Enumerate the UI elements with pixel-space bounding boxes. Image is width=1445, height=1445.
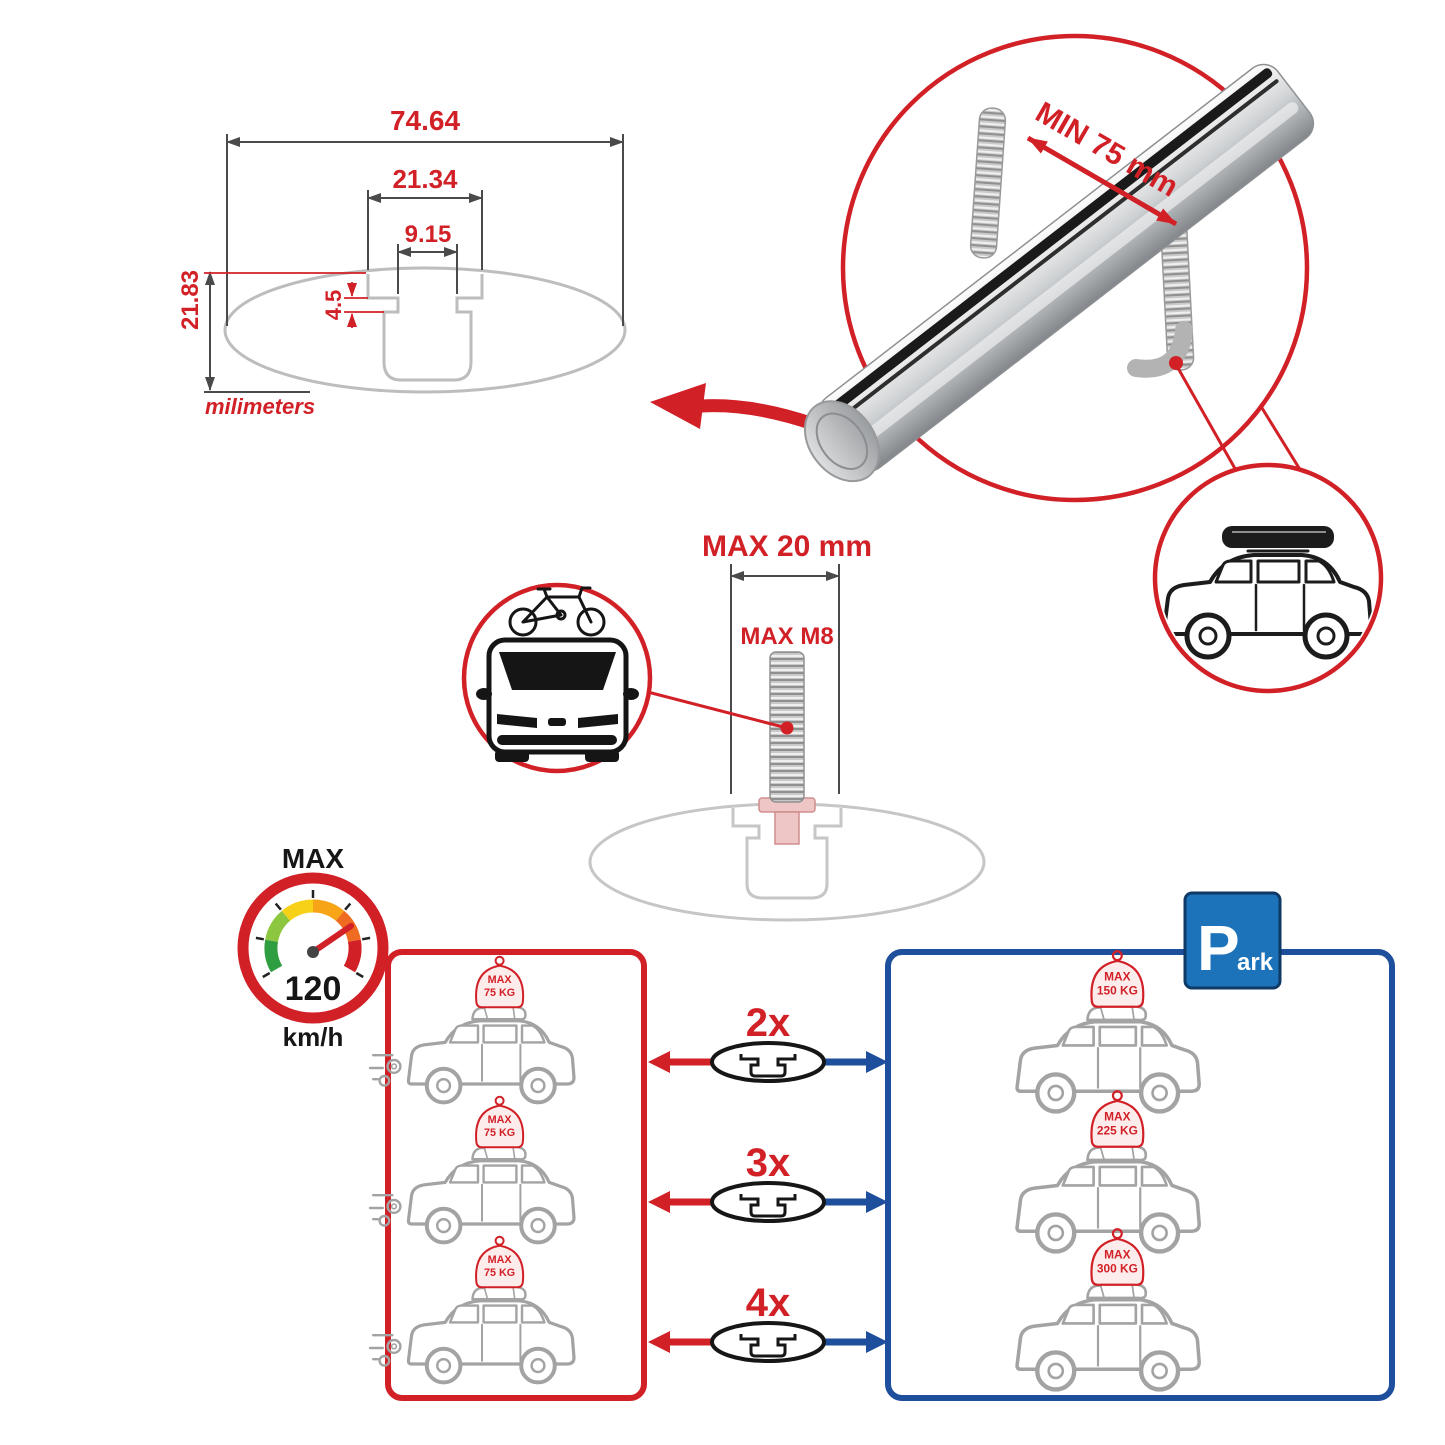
arrow-left-head xyxy=(648,1051,670,1073)
tag-label: MAX xyxy=(488,974,513,986)
crossbar-section-icon xyxy=(710,1321,826,1363)
arrow-left-head xyxy=(648,1191,670,1213)
suv-icon xyxy=(408,1298,574,1383)
gauge-ticks xyxy=(255,890,371,979)
arrow-right-head xyxy=(866,1051,888,1073)
max-length-label: MAX 20 mm xyxy=(702,530,872,563)
bike-car-circle xyxy=(461,582,653,774)
roof-cargo-box xyxy=(1222,526,1334,548)
leader-line xyxy=(639,688,788,730)
arrow-left-head xyxy=(648,1331,670,1353)
red-extension-lines xyxy=(204,272,384,328)
u-bolt-hook xyxy=(1127,321,1193,378)
tag-value: 75 KG xyxy=(484,1267,515,1279)
cross-section-diagram: 74.64 21.34 9.15 4.5 21.83 milimeters xyxy=(177,105,627,419)
tag-label: MAX xyxy=(488,1254,513,1266)
speed-value: 120 xyxy=(285,970,342,1008)
park-sign: P ark xyxy=(1183,891,1282,990)
suv-icon xyxy=(1017,1296,1199,1389)
count-label: 2x xyxy=(746,1001,791,1045)
parked-car-row: MAX 150 KG xyxy=(1017,950,1199,1111)
arrow-right-head xyxy=(866,1191,888,1213)
crossbar-section-icon xyxy=(710,1181,826,1223)
gauge-needle xyxy=(310,923,354,955)
dim-slot-width: 9.15 xyxy=(405,221,452,248)
moving-car-row: MAX 75 KG xyxy=(368,1235,574,1383)
crossbar-detail-circle: MIN 75 mm xyxy=(803,33,1322,503)
quantity-row: 3x xyxy=(648,1141,888,1223)
speed-max-label: MAX xyxy=(282,843,345,874)
car-front-illustration xyxy=(476,637,639,762)
crossbar-section-icon xyxy=(710,1041,826,1083)
bolt-callout-dot xyxy=(780,721,794,735)
bar-end-cap xyxy=(803,400,880,483)
count-label: 3x xyxy=(746,1141,791,1185)
tag-value: 75 KG xyxy=(484,1127,515,1139)
t-slot-profile xyxy=(366,274,484,382)
tag-label: MAX xyxy=(1104,1109,1130,1123)
dim-step-depth: 4.5 xyxy=(321,290,346,321)
dim-channel-width: 21.34 xyxy=(392,164,458,194)
quantity-row: 4x xyxy=(648,1281,888,1363)
moving-car-row: MAX 75 KG xyxy=(368,1095,574,1243)
driving-limit-box xyxy=(385,949,647,1401)
bolt-dimension-group: MAX 20 mm MAX M8 xyxy=(702,530,872,794)
arrow-right-head xyxy=(866,1331,888,1353)
ghost-profile xyxy=(588,802,986,922)
units-label: milimeters xyxy=(205,394,315,419)
suv-icon xyxy=(1017,1158,1199,1251)
callout-dot xyxy=(1169,356,1183,370)
speedometer: MAX 120 km/h xyxy=(237,843,389,1052)
max-thread-label: MAX M8 xyxy=(740,623,833,650)
park-letter: P xyxy=(1197,912,1240,984)
speed-unit: km/h xyxy=(283,1022,344,1052)
tag-label: MAX xyxy=(1104,969,1130,983)
quantity-row: 2x xyxy=(648,1001,888,1083)
parked-car-row: MAX 225 KG xyxy=(1017,1090,1199,1251)
suv-icon xyxy=(408,1018,574,1103)
tag-value: 225 KG xyxy=(1097,1123,1138,1137)
tag-value: 150 KG xyxy=(1097,983,1138,997)
park-suffix: ark xyxy=(1237,949,1274,976)
dimension-lines xyxy=(204,134,624,393)
suv-roofbox-illustration xyxy=(1164,526,1371,657)
parked-car-row: MAX 300 KG xyxy=(1017,1228,1199,1389)
suv-roofbox-circle xyxy=(1152,462,1384,694)
tag-value: 300 KG xyxy=(1097,1261,1138,1275)
tag-label: MAX xyxy=(1104,1247,1130,1261)
moving-car-row: MAX 75 KG xyxy=(368,955,574,1103)
dim-total-height: 21.83 xyxy=(177,270,204,330)
tag-label: MAX xyxy=(488,1114,513,1126)
parking-limit-box xyxy=(885,949,1395,1401)
dim-total-width: 74.64 xyxy=(390,105,460,136)
tag-value: 75 KG xyxy=(484,987,515,999)
suv-icon xyxy=(1017,1018,1199,1111)
suv-icon xyxy=(408,1158,574,1243)
count-label: 4x xyxy=(746,1281,791,1325)
bike-icon xyxy=(508,586,606,637)
